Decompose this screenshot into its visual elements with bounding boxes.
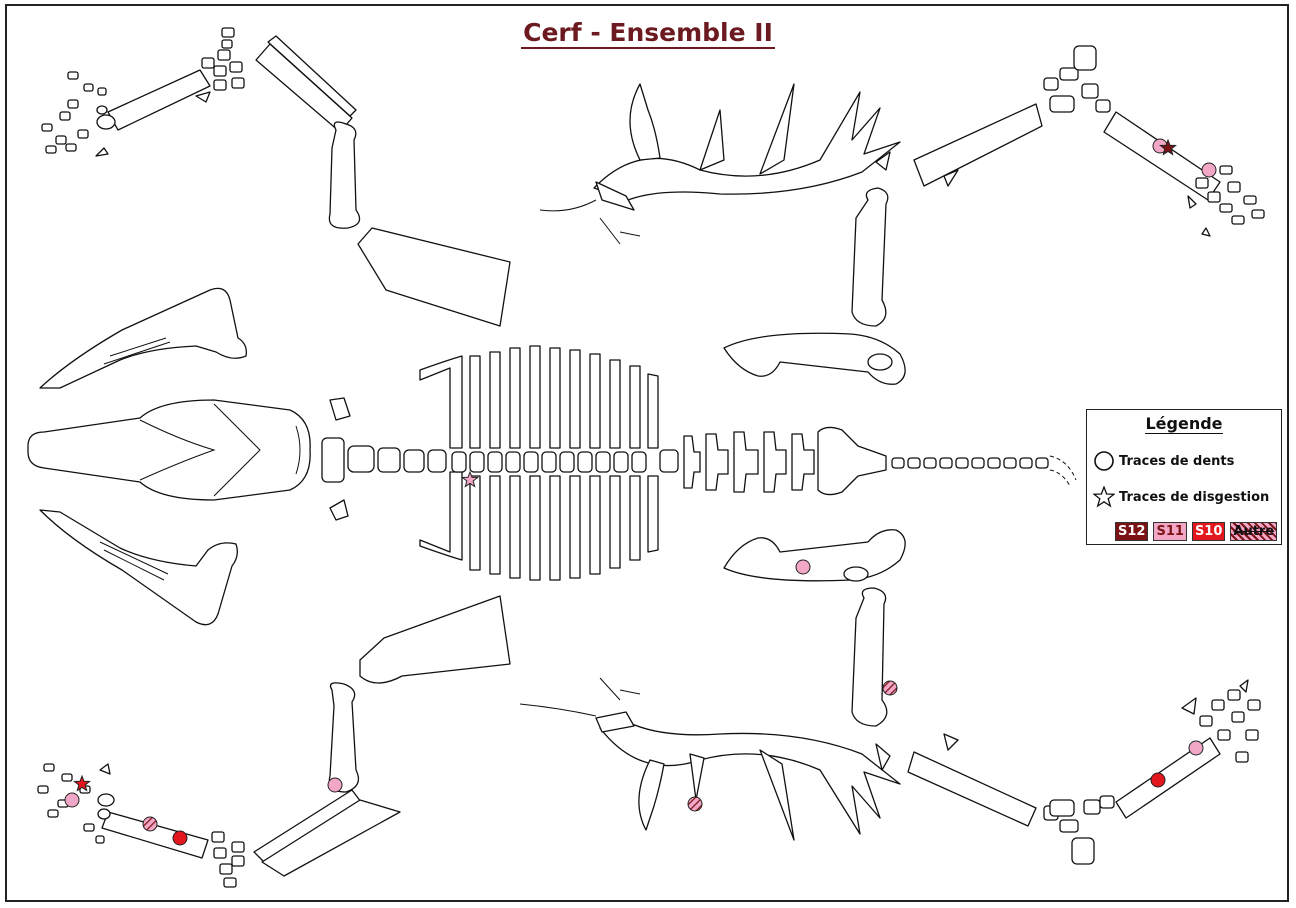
scapula-upper-left (358, 228, 510, 326)
atlas (322, 438, 344, 482)
upper-right-limb (724, 46, 1264, 384)
legend-teeth-label: Traces de dents (1119, 454, 1234, 469)
mark-s11-circle-6 (328, 778, 342, 792)
humerus-upper-left (329, 122, 359, 228)
radius-upper-left (256, 44, 352, 132)
mark-s11-circle-8 (65, 793, 79, 807)
swatch-autre: Autre (1230, 522, 1277, 541)
mark-s10-circle-10 (173, 831, 187, 845)
legend-digestion-label: Traces de disgestion (1119, 490, 1269, 505)
mark-autre-circle-11 (688, 797, 702, 811)
metacarpal-upper-left (108, 70, 210, 130)
mark-s11-circle-4 (796, 560, 810, 574)
legend-title: Légende (1087, 414, 1281, 433)
sacrum (818, 427, 886, 494)
swatch-s11: S11 (1153, 522, 1186, 541)
mark-s11-circle-13 (1189, 741, 1203, 755)
lower-antler (520, 678, 900, 840)
upper-mandible (40, 288, 246, 388)
skull-and-mandibles (28, 288, 350, 624)
lower-right-limb (724, 530, 1260, 864)
femur-lower (852, 588, 887, 726)
lumbar-vertebrae (684, 432, 814, 492)
upper-antler (540, 84, 900, 244)
tibia-lower (908, 752, 1036, 826)
femur-upper (852, 188, 888, 326)
mark-s10-circle-12 (1151, 773, 1165, 787)
swatch-s10: S10 (1192, 522, 1225, 541)
star-icon (1093, 486, 1115, 508)
title-text: Cerf - Ensemble II (521, 18, 775, 49)
figure-title: Cerf - Ensemble II (0, 18, 1296, 47)
caudal-vertebrae (892, 456, 1076, 486)
upper-left-forelimb (42, 28, 510, 326)
humerus-lower-left (329, 683, 358, 792)
spine-and-ribs (322, 346, 1076, 580)
mark-autre-circle-5 (883, 681, 897, 695)
swatch-s12: S12 (1115, 522, 1148, 541)
circle-icon (1093, 450, 1115, 472)
thoracic-vertebrae (452, 450, 678, 472)
legend-digestion-row: Traces de disgestion (1093, 486, 1269, 508)
skull (28, 400, 310, 500)
tibia-upper (914, 104, 1042, 186)
legend-swatches: S12 S11 S10 Autre (1115, 522, 1277, 541)
lower-left-forelimb (38, 596, 510, 887)
legend-box: Légende Traces de dents Traces de disges… (1086, 409, 1282, 545)
metatarsal-lower-right (1116, 738, 1220, 818)
scapula-lower-left (360, 596, 510, 683)
pelvis-lower (724, 530, 905, 581)
mark-autre-circle-9 (143, 817, 157, 831)
legend-teeth-row: Traces de dents (1093, 450, 1234, 472)
mark-s11-circle-2 (1202, 163, 1216, 177)
